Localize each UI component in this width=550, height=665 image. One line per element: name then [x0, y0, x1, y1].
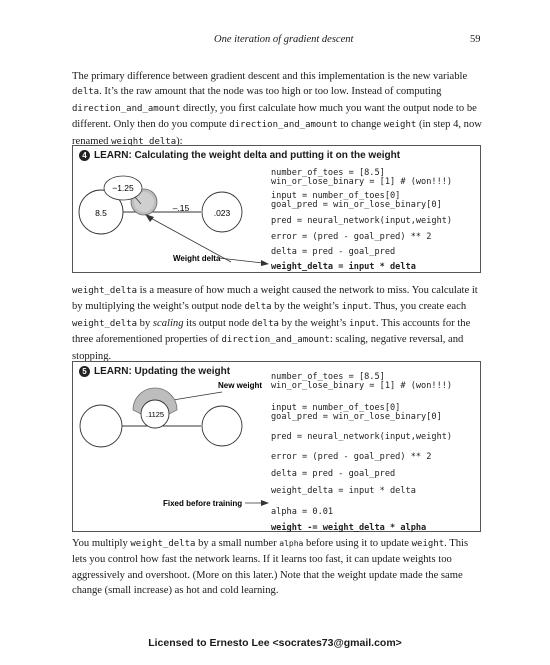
text: : scaling, negative reversal, and stoppi…	[72, 334, 464, 362]
text: You multiply	[72, 538, 131, 549]
code-line: goal_pred = win_or_lose_binary[0]	[271, 412, 442, 422]
text: . This lets you control how fast the net…	[72, 538, 469, 597]
arrowhead-icon	[261, 260, 269, 266]
weight-value: .1125	[146, 410, 164, 419]
code-delta: delta	[251, 318, 279, 329]
code-weight-delta: weight_delta	[72, 318, 138, 329]
code-delta: delta	[244, 302, 272, 313]
output-node	[201, 405, 243, 447]
code-direction-and-amount: direction_and_amount	[221, 335, 330, 346]
code-line: alpha = 0.01	[271, 507, 334, 517]
code-line: error = (pred - goal_pred) ** 2	[271, 232, 432, 242]
code-line: weight -= weight_delta * alpha	[271, 523, 427, 533]
text: . Thus, you create each	[368, 301, 467, 313]
code-line: weight_delta = input * delta	[271, 262, 416, 272]
step-number-badge: 4	[79, 150, 90, 161]
step-number-badge: 5	[79, 366, 90, 377]
code-weight-delta: weight_delta	[111, 136, 177, 147]
code-line: win_or_lose_binary = [1] # (won!!!)	[271, 177, 453, 187]
code-line: win_or_lose_binary = [1] # (won!!!)	[271, 381, 453, 391]
code-delta: delta	[72, 87, 100, 98]
code-direction-and-amount: direction_and_amount	[229, 120, 338, 131]
weight-delta-value: −1.25	[112, 183, 134, 193]
code-line: goal_pred = win_or_lose_binary[0]	[271, 200, 442, 210]
page-number: 59	[470, 34, 481, 45]
running-header-title: One iteration of gradient descent	[214, 34, 354, 45]
text: by the weight’s	[271, 301, 342, 313]
learn-update-weight-box: 5 LEARN: Updating the weight New weight …	[72, 361, 481, 533]
text: The primary difference between gradient …	[72, 71, 468, 82]
intro-paragraph: The primary difference between gradient …	[72, 69, 482, 150]
input-node	[79, 404, 123, 448]
text: before using it to update	[303, 538, 412, 549]
text: by a small number	[195, 538, 280, 549]
text: directly, you first calculate how much y…	[72, 102, 477, 131]
code-line: number_of_toes = [8.5]	[271, 168, 385, 178]
text: is a measure of how much a weight caused…	[72, 285, 478, 313]
text: by the weight’s	[278, 317, 349, 329]
code-input: input	[341, 302, 369, 313]
new-weight-label: New weight	[218, 381, 262, 390]
arrowhead-icon	[145, 214, 154, 222]
code-line: error = (pred - goal_pred) ** 2	[271, 452, 432, 462]
input-node-value: 8.5	[95, 208, 107, 218]
code-direction-and-amount: direction_and_amount	[72, 103, 181, 114]
emphasis-scaling: scaling	[152, 317, 184, 329]
weight-delta-diagram: 8.5 −1.25 –.15 .023 Weight delta	[78, 175, 269, 266]
weight-delta-callout: −1.25	[103, 175, 143, 205]
weight-value-label: –.15	[173, 203, 190, 213]
code-weight: weight	[383, 120, 417, 131]
code-line: number_of_toes = [8.5]	[271, 372, 385, 382]
code-line: pred = neural_network(input,weight)	[271, 432, 453, 442]
weight-delta-label: Weight delta	[173, 254, 221, 263]
code-line: input = number_of_toes[0]	[271, 403, 401, 413]
code-weight-delta: weight_delta	[130, 539, 196, 549]
output-node-value: .023	[214, 208, 231, 218]
code-line: delta = pred - goal_pred	[271, 247, 396, 257]
box-title-text: LEARN: Updating the weight	[94, 366, 231, 377]
output-node: .023	[201, 191, 243, 233]
text: its output node	[183, 317, 252, 329]
code-line: delta = pred - goal_pred	[271, 469, 396, 479]
pointer-line	[146, 215, 232, 263]
middle-paragraph: weight_delta is a measure of how much a …	[72, 283, 482, 364]
text: to change	[337, 119, 384, 131]
code-line: weight_delta = input * delta	[271, 486, 416, 496]
closing-paragraph: You multiply weight_delta by a small num…	[72, 536, 482, 599]
code-line: input = number_of_toes[0]	[271, 191, 401, 201]
box-title: 5 LEARN: Updating the weight	[79, 366, 230, 377]
code-line: pred = neural_network(input,weight)	[271, 216, 453, 226]
code-alpha: alpha	[279, 539, 304, 548]
text: (in step 4, now renamed	[72, 119, 482, 147]
text: . This accounts for the three aforementi…	[72, 317, 471, 346]
code-weight: weight	[411, 539, 445, 549]
text: ):	[176, 135, 183, 147]
pointer-line	[172, 391, 223, 401]
weight-node: .1125	[140, 399, 170, 429]
code-input: input	[348, 318, 377, 329]
update-weight-diagram: New weight .1125 Fixed before training	[79, 381, 269, 508]
text: by	[137, 317, 153, 329]
label-leader-line	[218, 257, 264, 264]
learn-weight-delta-box: 4 LEARN: Calculating the weight delta an…	[72, 145, 481, 273]
box-title: 4 LEARN: Calculating the weight delta an…	[79, 150, 400, 161]
license-footer: Licensed to Ernesto Lee <socrates73@gmai…	[148, 637, 402, 649]
text: . It’s the raw amount that the node was …	[99, 86, 442, 98]
code-weight-delta: weight_delta	[72, 286, 138, 296]
fixed-before-training-label: Fixed before training	[163, 499, 242, 508]
arrowhead-icon	[261, 500, 269, 506]
box-title-text: LEARN: Calculating the weight delta and …	[94, 150, 401, 161]
